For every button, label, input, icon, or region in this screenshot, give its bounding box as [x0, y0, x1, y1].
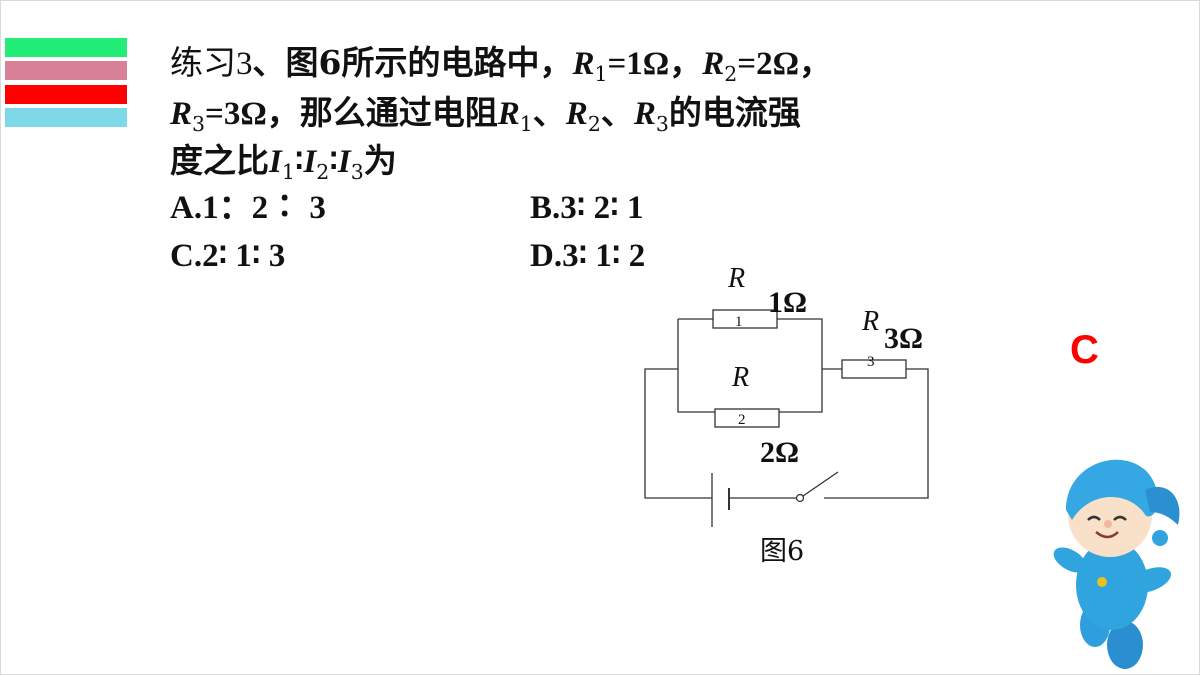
- switch-lever: [802, 471, 839, 497]
- question-line-1: 练习3、图6所示的电路中，R1=1Ω，R2=2Ω，: [170, 43, 832, 87]
- r3-value: 3Ω: [884, 322, 923, 355]
- question-line-3: 度之比I1∶I2∶I3为: [170, 141, 397, 185]
- decor-bar-pink: [5, 61, 127, 80]
- switch-pivot: [795, 493, 805, 503]
- decor-bar-red: [5, 85, 127, 104]
- resistor-r1: [712, 309, 778, 329]
- option-d: D.3∶ 1∶ 2: [530, 238, 646, 274]
- r1-symbol: R: [727, 263, 745, 294]
- r1-index: 1: [735, 314, 743, 330]
- r2-symbol: R: [731, 362, 749, 393]
- decor-bar-cyan: [5, 108, 127, 127]
- exercise-number: 练习3: [170, 46, 253, 82]
- answer-label: C: [1070, 328, 1099, 372]
- r1-value: 1Ω: [768, 286, 807, 319]
- decor-bar-green: [5, 38, 127, 57]
- r3-symbol: R: [861, 306, 879, 337]
- cartoon-mascot-image: [1053, 459, 1180, 669]
- r3-index: 3: [867, 354, 875, 370]
- option-a: A.1：2∶ 3: [170, 190, 326, 226]
- figure-caption: 图6: [760, 536, 804, 567]
- r2-value: 2Ω: [760, 436, 799, 469]
- option-c: C.2∶ 1∶ 3: [170, 238, 286, 274]
- resistor-r2: [714, 408, 780, 428]
- resistor-r3: [841, 359, 907, 379]
- mascot-body: [1053, 459, 1180, 669]
- r2-index: 2: [738, 412, 746, 428]
- left-wire: [644, 368, 712, 499]
- question-line-2: R3=3Ω，那么通过电阻R1、R2、R3的电流强: [170, 93, 801, 137]
- parallel-branch-wires: [677, 318, 823, 413]
- right-wire: [822, 368, 929, 499]
- option-b: B.3∶ 2∶ 1: [530, 190, 644, 226]
